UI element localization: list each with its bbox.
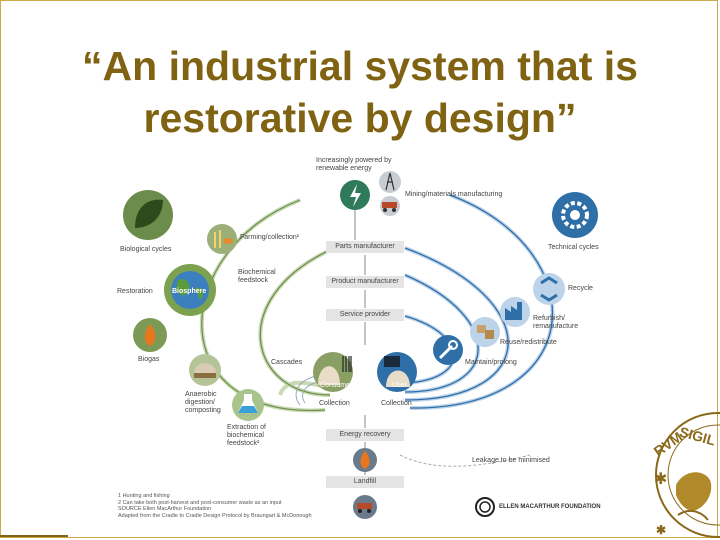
foundation-logo-icon xyxy=(475,497,495,517)
biochemical-feedstock-line1: Biochemical xyxy=(238,269,276,277)
footnote-adapted: Adapted from the Cradle to Cradle Design… xyxy=(118,513,312,520)
foundation-name: ELLEN MACARTHUR FOUNDATION xyxy=(499,504,601,510)
svg-text:✱: ✱ xyxy=(656,523,666,537)
university-seal-logo: RVM SIGIL ✱ ✱ xyxy=(648,410,720,540)
recycle-label: Recycle xyxy=(568,285,593,293)
reuse-label: Reuse/redistribute xyxy=(500,339,557,347)
refurbish-line1: Refurbish/ xyxy=(533,315,578,323)
energy-recovery-box: Energy recovery xyxy=(326,429,404,441)
biochemical-feedstock-line2: feedstock xyxy=(238,277,276,285)
technical-cycles-label: Technical cycles xyxy=(548,244,599,252)
maintain-label: Maintain/prolong xyxy=(465,359,517,367)
restoration-label: Restoration xyxy=(117,288,153,296)
anaerobic-label: Anaerobic digestion/ composting xyxy=(185,391,221,415)
svg-text:✱: ✱ xyxy=(654,471,667,488)
mining-label: Mining/materials manufacturing xyxy=(405,191,502,199)
landfill-box: Landfill xyxy=(326,476,404,488)
foundation-logo: ELLEN MACARTHUR FOUNDATION xyxy=(475,497,601,517)
footnotes: 1 Hunting and fishing 2 Can take both po… xyxy=(118,493,312,519)
biosphere-label: Biosphere xyxy=(172,288,206,296)
extraction-label: Extraction of biochemical feedstock² xyxy=(227,424,266,448)
biological-cycles-label: Biological cycles xyxy=(120,246,171,254)
extraction-line2: biochemical xyxy=(227,432,266,440)
parts-manufacturer-box: Parts manufacturer xyxy=(326,241,404,253)
technical-arrows xyxy=(405,195,552,408)
anaerobic-line1: Anaerobic xyxy=(185,391,221,399)
leakage-label: Leakage to be minimised xyxy=(472,457,550,465)
biochemical-feedstock-label: Biochemical feedstock xyxy=(238,269,276,285)
biogas-label: Biogas xyxy=(138,356,159,364)
extraction-line3: feedstock² xyxy=(227,440,266,448)
product-manufacturer-box: Product manufacturer xyxy=(326,276,404,288)
svg-text:SIGIL: SIGIL xyxy=(678,424,718,449)
farming-label: Farming/collection¹ xyxy=(240,234,299,242)
refurbish-label: Refurbish/ remanufacture xyxy=(533,315,578,331)
consumer-label: Consumer xyxy=(320,382,352,390)
technical-loops xyxy=(405,195,552,408)
collection-left-label: Collection xyxy=(319,400,350,408)
anaerobic-line2: digestion/ xyxy=(185,399,221,407)
bottom-accent-line xyxy=(0,535,68,537)
renewable-energy-label-line2: renewable energy xyxy=(316,165,392,173)
extraction-line1: Extraction of xyxy=(227,424,266,432)
anaerobic-line3: composting xyxy=(185,407,221,415)
renewable-energy-label: Increasingly powered by renewable energy xyxy=(316,157,392,173)
refurbish-line2: remanufacture xyxy=(533,323,578,331)
collection-right-label: Collection xyxy=(381,400,412,408)
renewable-energy-label-line1: Increasingly powered by xyxy=(316,157,392,165)
user-label: User xyxy=(392,382,407,390)
service-provider-box: Service provider xyxy=(326,309,404,321)
wheat-fish-icon xyxy=(207,224,237,254)
cascades-label: Cascades xyxy=(271,359,302,367)
